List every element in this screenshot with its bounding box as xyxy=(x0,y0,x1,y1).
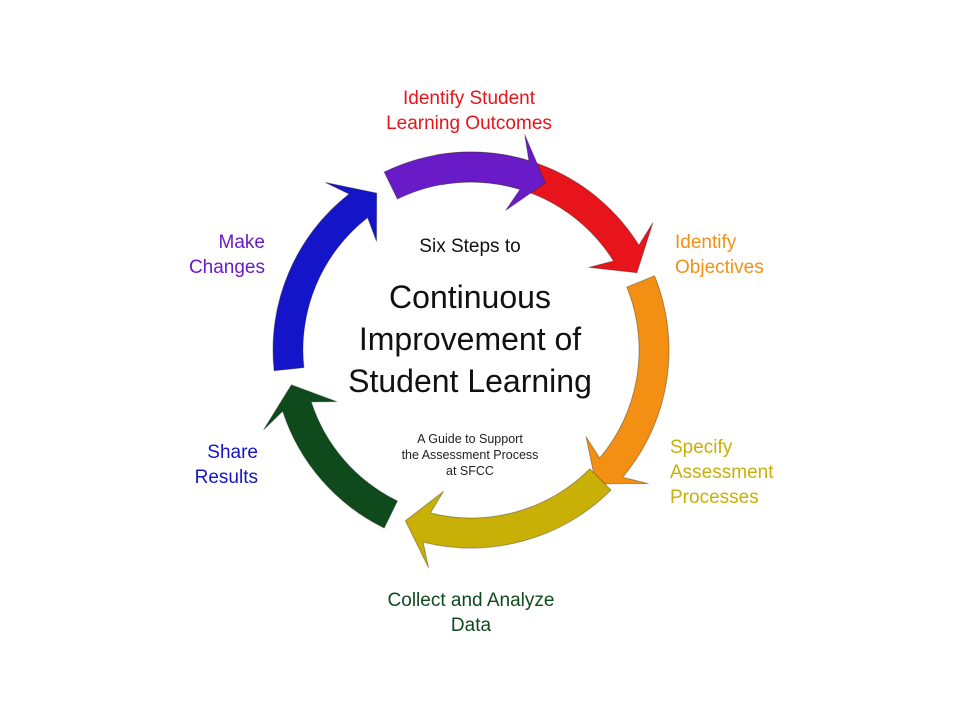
step-label-line: Data xyxy=(450,615,492,636)
center-intro: Six Steps to xyxy=(419,236,521,257)
center-title-line: Continuous xyxy=(389,279,551,315)
step-label-collect-analyze: Collect and Analyze Data xyxy=(368,588,574,638)
center-subtitle-line: at SFCC xyxy=(446,464,494,478)
step-label-line: Identify xyxy=(675,232,737,253)
step-label-line: Results xyxy=(194,467,258,488)
step-label-line: Share xyxy=(207,442,258,463)
arrow-make-changes xyxy=(383,134,546,211)
step-label-line: Make xyxy=(218,232,265,253)
center-subtitle-line: the Assessment Process xyxy=(401,448,539,462)
step-label-line: Identify Student xyxy=(402,88,536,109)
center-title-line: Improvement of xyxy=(358,321,582,357)
arrow-identify-objectives xyxy=(585,275,670,485)
step-label-line: Changes xyxy=(188,257,265,278)
center-title-line: Student Learning xyxy=(348,363,592,399)
arrow-share-results xyxy=(272,182,378,372)
center-subtitle-line: A Guide to Support xyxy=(417,432,523,446)
step-label-line: Processes xyxy=(670,487,759,508)
center-title: Continuous Improvement of Student Learni… xyxy=(320,276,620,402)
step-label-line: Learning Outcomes xyxy=(386,113,552,134)
step-label-share-results: Share Results xyxy=(180,440,258,490)
step-label-specify-processes: Specify Assessment Processes xyxy=(670,435,773,510)
step-label-line: Objectives xyxy=(675,257,764,278)
center-subtitle: A Guide to Support the Assessment Proces… xyxy=(370,431,570,479)
arrow-collect-analyze xyxy=(263,384,398,529)
step-label-identify-outcomes: Identify Student Learning Outcomes xyxy=(364,86,574,136)
step-label-identify-objectives: Identify Objectives xyxy=(675,230,764,280)
step-label-make-changes: Make Changes xyxy=(168,230,265,280)
step-label-line: Assessment xyxy=(670,462,774,483)
step-label-line: Specify xyxy=(670,437,733,458)
arrow-specify-processes xyxy=(404,468,612,569)
step-label-line: Collect and Analyze xyxy=(387,590,555,611)
